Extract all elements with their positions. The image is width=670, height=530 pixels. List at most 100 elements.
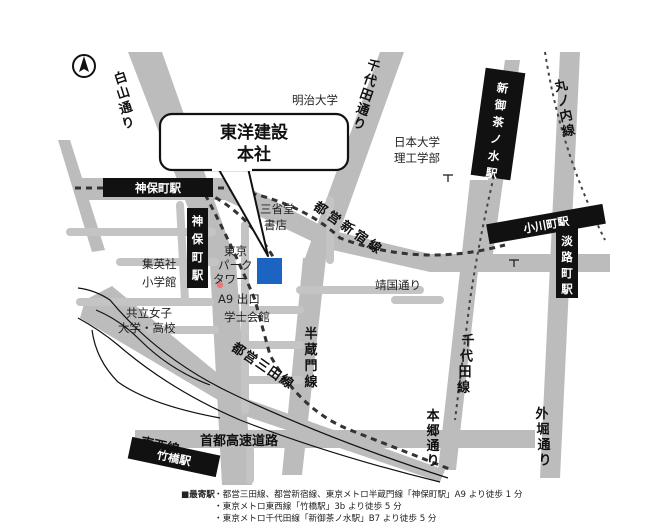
access-notes-heading: ■最寄駅 — [181, 488, 215, 500]
station-badge-jimbocho-v — [187, 208, 208, 288]
school-symbol-icon — [443, 174, 453, 182]
lbl-hanzomon-char-3: 線 — [304, 374, 318, 390]
st-shin-ochanomizu-char-2: 茶 — [490, 114, 505, 130]
company-name-line-2: 本社 — [237, 144, 271, 165]
road-expressway-band — [80, 286, 445, 482]
lbl-marunouchi-char-1: ノ — [556, 93, 572, 110]
road-label-expressway: 首都高速道路 — [200, 433, 279, 449]
access-note-2: ・東京メトロ東西線「竹橋駅」3b より徒歩 5 分 — [214, 500, 402, 512]
landmark-shueisha: 集英社 — [142, 257, 177, 271]
landmark-kyoritsu-line-2: 大学・高校 — [118, 321, 176, 335]
north-arrow-icon — [72, 54, 96, 78]
lbl-chiyoda-top-char-4: り — [351, 115, 368, 134]
landmark-sanseido-line-2: 書店 — [264, 218, 287, 232]
toyo-construction-building — [257, 258, 282, 284]
road-hongo-dori — [438, 180, 488, 470]
station-badge-takebashi — [127, 436, 221, 478]
lbl-sotobori-char-2: 通 — [537, 437, 550, 453]
lbl-chiyoda-bottom-char-1: 代 — [459, 349, 473, 365]
exit-a9-label: A9 出口 — [218, 292, 260, 306]
lbl-marunouchi-char-2: 内 — [558, 107, 574, 125]
company-callout: 東洋建設 本社 — [158, 112, 350, 257]
st-shin-ochanomizu-char-3: ノ — [489, 131, 502, 146]
landmark-meiji-university: 明治大学 — [292, 93, 338, 107]
road-label-yasukuni: 靖国通り — [375, 278, 421, 292]
expressway-lines — [77, 287, 449, 483]
lbl-hongo-char-1: 郷 — [426, 424, 439, 439]
st-shin-ochanomizu-char-0: 新 — [496, 80, 510, 96]
landmark-tokyo-park-tower-line-1: 東京 — [224, 244, 247, 258]
access-note-3: ・東京メトロ千代田線「新御茶ノ水駅」B7 より徒歩 5 分 — [214, 512, 437, 524]
lbl-sotobori-char-3: り — [538, 454, 551, 469]
st-shin-ochanomizu-char-1: 御 — [493, 97, 508, 113]
st-jimbocho-v-char-0: 神 — [192, 214, 204, 228]
lbl-sotobori-char-1: 堀 — [536, 423, 549, 438]
station-badge-awajicho — [556, 226, 578, 298]
lbl-hakusan-char-1: 山 — [115, 84, 132, 103]
st-awajicho-char-1: 路 — [561, 250, 573, 264]
lbl-hakusan-char-0: 白 — [112, 69, 129, 88]
station-badge-ogawamachi — [486, 203, 606, 245]
expressway-edge-1 — [77, 287, 449, 479]
access-note-1: ・都営三田線、都営新宿線、東京メトロ半蔵門線「神保町駅」A9 より徒歩 1 分 — [214, 488, 523, 500]
st-jimbocho-v-char-2: 町 — [192, 250, 204, 264]
station-badge-shin-ochanomizu — [470, 67, 526, 181]
expressway-edge-2 — [77, 317, 441, 483]
lbl-hongo-char-0: 本 — [426, 408, 439, 424]
landmark-shogakukan: 小学館 — [142, 275, 177, 289]
lbl-chiyoda-top-char-0: 千 — [365, 56, 383, 75]
lbl-hakusan-char-2: 通 — [117, 99, 134, 118]
landmark-tokyo-park-tower-line-2: パーク — [218, 258, 253, 272]
lbl-chiyoda-bottom-char-2: 田 — [458, 365, 471, 380]
landmark-tokyo-park-tower-line-3: タワー — [213, 272, 248, 286]
landmark-sanseido-line-1: 三省堂 — [260, 202, 295, 216]
lbl-hakusan-char-3: り — [120, 115, 137, 133]
landmark-nihon-univ-line-2: 理工学部 — [394, 151, 440, 165]
station-jimbocho-h-label: 神保町駅 — [135, 181, 181, 195]
exit-a9-marker — [216, 281, 224, 289]
station-badge-jimbocho-h — [103, 178, 213, 197]
rail-mita-line — [198, 184, 453, 472]
lbl-sotobori-char-0: 外 — [534, 406, 548, 422]
rail-marunouchi-line — [544, 51, 606, 241]
lbl-chiyoda-bottom-char-0: 千 — [461, 333, 474, 349]
callout-box — [158, 112, 350, 172]
lbl-hanzomon-char-1: 蔵 — [304, 342, 317, 358]
st-jimbocho-v-char-1: 保 — [191, 232, 204, 246]
st-shin-ochanomizu-char-4: 水 — [487, 148, 501, 164]
lbl-hongo-char-3: り — [426, 454, 439, 469]
landmark-gakushi-kaikan: 学士会館 — [224, 310, 270, 324]
rail-label-chiyoda: 千代田線 — [457, 333, 475, 396]
lbl-chiyoda-top-char-2: 田 — [358, 86, 375, 105]
station-jimbocho-v-label: 神保町駅 — [191, 214, 204, 282]
lbl-hanzomon-char-2: 門 — [304, 359, 317, 374]
lbl-marunouchi-char-0: 丸 — [552, 77, 570, 96]
expressway-edge-4 — [95, 309, 211, 386]
landmark-kyoritsu-line-1: 共立女子 — [126, 306, 172, 320]
lbl-marunouchi-char-3: 線 — [561, 122, 578, 141]
st-shin-ochanomizu-char-5: 駅 — [484, 165, 499, 181]
lbl-hongo-char-2: 通 — [426, 438, 439, 454]
st-awajicho-char-3: 駅 — [560, 282, 573, 296]
lbl-chiyoda-top-char-3: 通 — [354, 100, 372, 119]
rail-shinjuku-line — [75, 186, 506, 257]
lbl-chiyoda-top-char-1: 代 — [360, 71, 379, 91]
expressway-edge-3 — [91, 329, 221, 419]
station-shin-ochanomizu-label: 新御茶ノ水駅 — [484, 80, 510, 181]
lbl-chiyoda-bottom-char-3: 線 — [457, 380, 471, 396]
st-awajicho-char-2: 町 — [561, 266, 573, 280]
company-name-line-1: 東洋建設 — [220, 122, 289, 143]
rail-label-hanzomon: 半蔵門線 — [304, 326, 318, 390]
landmark-nihon-univ-line-1: 日本大学 — [394, 135, 440, 149]
school-symbol-icon — [509, 259, 519, 267]
st-jimbocho-v-char-3: 駅 — [191, 268, 204, 282]
st-awajicho-char-0: 淡 — [561, 234, 573, 248]
lbl-hanzomon-char-0: 半 — [304, 326, 317, 342]
